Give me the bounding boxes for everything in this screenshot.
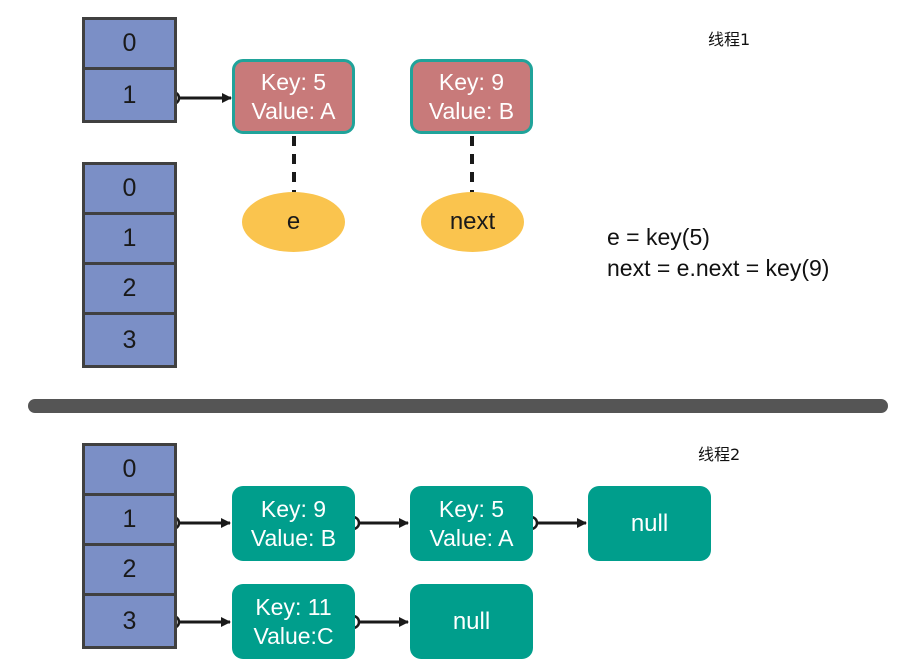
node-value: Value: B [428, 97, 515, 124]
arrow-key5-to-null [523, 515, 587, 531]
node-key9-value-b: Key: 9 Value: B [410, 59, 533, 134]
node-value: Value:C [253, 622, 334, 649]
bucket-0: 0 [85, 20, 174, 70]
bucket-3: 3 [122, 325, 137, 354]
node-key5-value-a: Key: 5 Value: A [232, 59, 355, 134]
code-line-2: next = e.next = key(9) [607, 255, 830, 281]
thread2-label: 线程2 [698, 445, 741, 464]
node-key9-value-b: Key: 9 Value: B [232, 486, 355, 561]
null-node: null [588, 486, 711, 561]
node-key5-value-a: Key: 5 Value: A [410, 486, 533, 561]
thread1-old-table: 0 1 [82, 17, 177, 123]
bucket-0: 0 [85, 446, 174, 496]
code-line-1: e = key(5) [607, 224, 710, 250]
node-key: Key: 9 [438, 68, 505, 95]
bucket-1: 1 [85, 496, 174, 546]
thread-divider [28, 399, 888, 413]
node-key: Key: 5 [260, 68, 327, 95]
node-key: Key: 5 [438, 495, 505, 522]
thread1-label: 线程1 [708, 30, 751, 49]
null-node: null [410, 584, 533, 659]
node-key: Key: 9 [260, 495, 327, 522]
node-key11-value-c: Key: 11 Value:C [232, 584, 355, 659]
pointer-e: e [242, 192, 345, 252]
node-value: Value: A [251, 97, 336, 124]
node-key: Key: 11 [255, 593, 332, 620]
bucket-1: 1 [85, 215, 174, 265]
thread1-new-table: 0 1 2 3 [82, 162, 177, 368]
arrow-key11-to-null [345, 614, 409, 630]
bucket-1: 1 [122, 80, 137, 109]
pointer-next: next [421, 192, 524, 252]
thread2-table: 0 1 2 3 [82, 443, 177, 649]
code-annotation: e = key(5) next = e.next = key(9) [607, 222, 829, 284]
bucket-2: 2 [85, 265, 174, 315]
node-value: Value: B [250, 524, 337, 551]
bucket-3: 3 [122, 606, 137, 635]
bucket-0: 0 [85, 165, 174, 215]
arrow-key9-to-key5 [345, 515, 409, 531]
bucket-2: 2 [85, 546, 174, 596]
node-value: Value: A [429, 524, 514, 551]
